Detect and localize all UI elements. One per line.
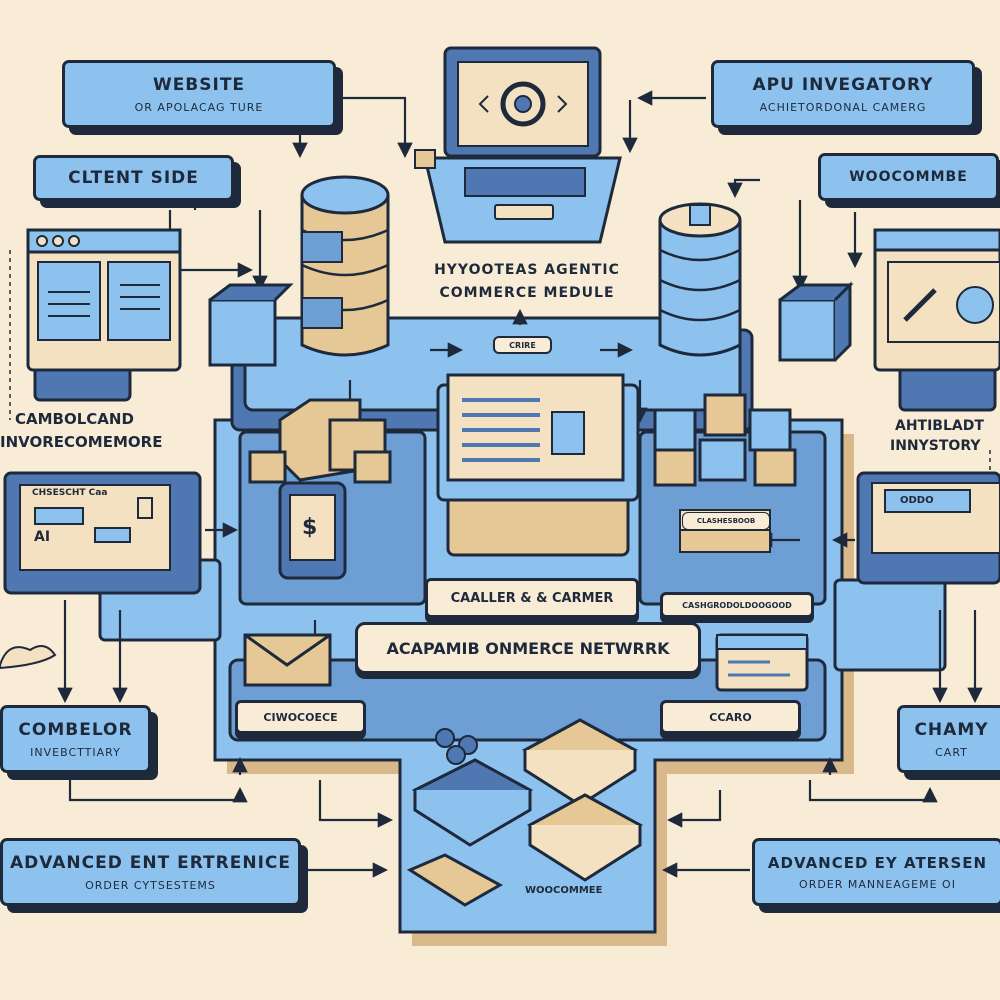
website-subtitle: OR APOLACAG TURE [134, 100, 264, 114]
advanced-right-label: ADVANCED EY ATERSEN ORDER MANNEAGEME OI [752, 838, 1000, 906]
module-title-line1: HYYOOTEAS AGENTIC [434, 262, 620, 278]
network-tag: ACAPAMIB ONMERCE NETWRRK [355, 622, 701, 674]
website-label: WEBSITE OR APOLACAG TURE [62, 60, 336, 128]
woocommerce-top-label: WOOCOMMBE [818, 153, 999, 201]
left-panel-ai: AI [34, 529, 51, 545]
woocommerce-top-title: WOOCOMMBE [849, 169, 968, 185]
combelor-label: COMBELOR INVEBCTTIARY [0, 705, 151, 773]
phone-symbol: $ [302, 515, 318, 540]
website-title: WEBSITE [152, 74, 246, 95]
cubes-icon [653, 393, 797, 487]
module-title-line2: COMMERCE MEDULE [439, 285, 615, 301]
laptop-gear-icon [423, 46, 622, 244]
left-side-text-1: CAMBOLCAND [15, 410, 134, 428]
ccaro-tag: CCARO [660, 700, 801, 734]
small-tag: CRIRE [493, 336, 552, 354]
combelor-subtitle: INVEBCTTIARY [30, 745, 121, 759]
right-side-text-1: AHTIBLADT [895, 418, 984, 434]
box-icon [208, 281, 854, 484]
advanced-right-subtitle: ORDER MANNEAGEME OI [799, 877, 956, 891]
client-side-title: CLTENT SIDE [68, 168, 199, 188]
database-icon [300, 175, 390, 357]
chamy-subtitle: CART [935, 745, 968, 759]
advanced-left-label: ADVANCED ENT ERTRENICE ORDER CYTSESTEMS [0, 838, 301, 906]
cloud-icon [0, 645, 57, 670]
crane-tag-2: CASHGRODOLDOOGOOD [660, 592, 814, 618]
apu-inventory-title: APU INVEGATORY [752, 74, 934, 95]
right-side-text-2: INNYSTORY [890, 438, 981, 454]
database-icon [658, 202, 742, 357]
phone-dollar-icon [278, 481, 347, 580]
ciwocoerce-tag: CIWOCOECE [235, 700, 366, 734]
client-side-label: CLTENT SIDE [33, 155, 234, 201]
advanced-left-subtitle: ORDER CYTSESTEMS [85, 878, 216, 892]
combelor-title: COMBELOR [18, 719, 133, 740]
chamy-title: CHAMY [914, 719, 989, 740]
woocommerce-bottom-text: WOOCOMMEE [525, 885, 603, 896]
apu-inventory-label: APU INVEGATORY ACHIETORDONAL CAMERG [711, 60, 975, 128]
chamy-label: CHAMY CART [897, 705, 1000, 773]
advanced-right-title: ADVANCED EY ATERSEN [767, 853, 988, 872]
envelope-icon [243, 633, 332, 687]
left-panel-text: CHSESCHT Caa [32, 488, 108, 498]
caller-tag: CAALLER & & CARMER [425, 578, 639, 618]
left-side-text-2: INVORECOMEMORE [0, 433, 163, 451]
right-panel-text: ODDO [900, 495, 934, 506]
crane-tag-1: CLASHESBOOB [682, 512, 770, 530]
apu-inventory-subtitle: ACHIETORDONAL CAMERG [759, 100, 927, 114]
advanced-left-title: ADVANCED ENT ERTRENICE [9, 852, 291, 873]
